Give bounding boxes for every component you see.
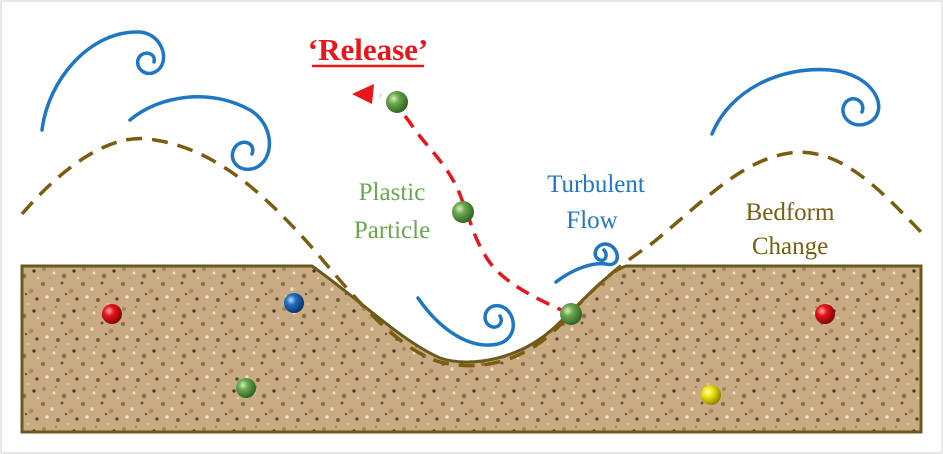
particle-buried-green [236,378,256,398]
bedform-label-line1: Bedform [746,199,835,226]
particle-suspended [452,201,474,223]
swirl-mid-left [128,95,272,172]
particle-buried-red-left [102,304,122,324]
plastic-label-line2: Particle [354,217,430,244]
release-trajectory [379,94,571,316]
turbulent-swirls [40,30,881,347]
particle-resuspending [560,303,582,325]
particle-buried-yellow [701,385,721,405]
turbulent-label-line2: Flow [566,207,617,234]
swirl-top-right [710,67,881,136]
release-label: ‘Release’ [308,32,429,67]
particle-buried-red-right [815,304,835,324]
swirl-top-left [40,30,166,132]
swirl-trough [416,296,515,347]
plastic-label-line1: Plastic [359,179,426,206]
sediment-bed [20,264,923,434]
bedform-label-line2: Change [752,233,828,260]
particle-released [386,91,408,113]
release-arrowhead [352,84,374,104]
turbulent-label-line1: Turbulent [547,171,645,198]
particle-buried-blue [284,293,304,313]
bedform-dashed-curve [20,136,923,368]
swirl-small-flow [554,242,619,284]
